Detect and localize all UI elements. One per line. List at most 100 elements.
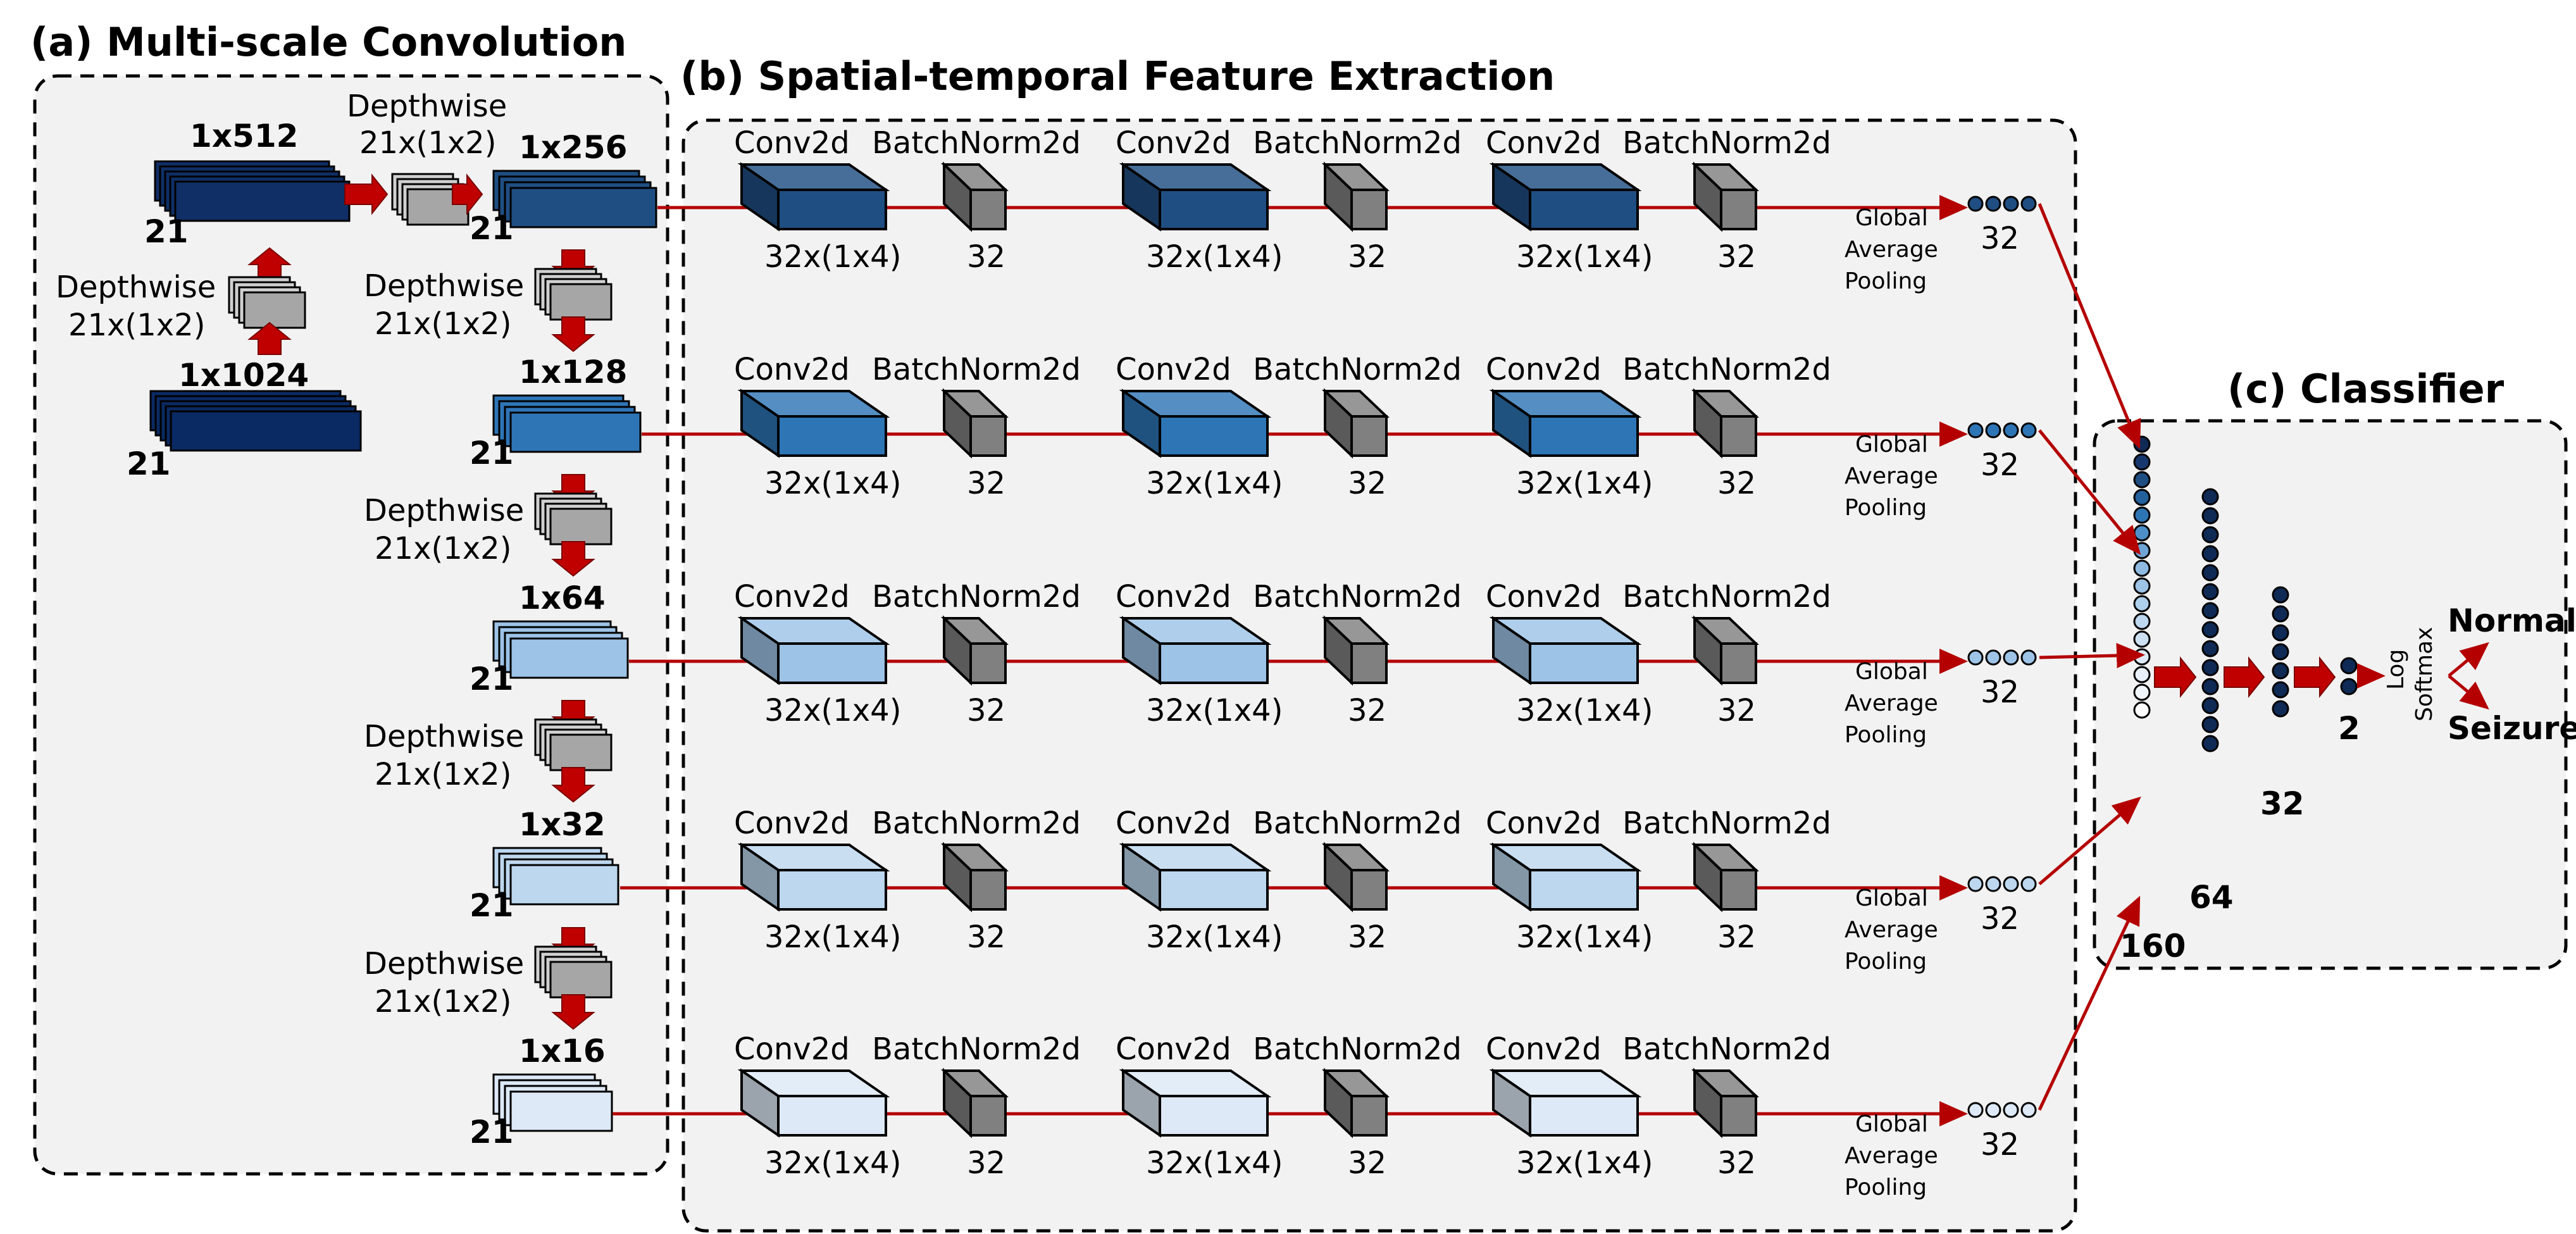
scale-stack-1x256 [492,170,657,228]
bn-box-row3-2-front-face [1720,869,1757,911]
neuron-160-10 [2133,613,2151,630]
bn-title-row1-1: BatchNorm2d [1253,352,1462,387]
neuron-64-12 [2201,716,2219,733]
scale-stack-1x64-sheet [509,637,629,679]
gap-dot-row4-0 [1967,1102,1984,1118]
gap-line1-row-2: Global [1855,659,1928,685]
multiscale-group: 1x512211x102421Depthwise21x(1x2)Depthwis… [56,89,657,1150]
conv-box-row3-0 [737,842,890,912]
conv-dims-row2-1: 32x(1x4) [1146,693,1283,728]
scale-channels-1x256: 21 [470,210,514,247]
bn-box-row3-2 [1691,842,1759,913]
panel-c-frame [2093,419,2568,970]
neuron-64-5 [2201,583,2219,601]
bn-dims-row3-0: 32 [967,919,1005,955]
bn-title-row3-2: BatchNorm2d [1622,806,1831,841]
bn-box-row2-0-front-face [969,642,1007,684]
scale-stack-1x16-sheet [509,1090,613,1132]
bn-title-row1-2: BatchNorm2d [1622,352,1831,387]
conv-box-row3-0-front-face [777,869,887,911]
conv-title-row2-0: Conv2d [734,579,850,614]
conv-box-row3-2-front-face [1529,869,1639,911]
scale-stack-1x64 [492,620,629,679]
depthwise-icon-1 [534,492,613,545]
layer-size-2: 2 [2338,710,2360,747]
neuron-2-0 [2340,657,2358,675]
conv-dims-row1-2: 32x(1x4) [1516,466,1653,501]
conv-title-row1-0: Conv2d [734,352,850,387]
depthwise-line1-1: Depthwise [364,493,524,528]
channels-1x1024: 21 [127,446,171,482]
bn-dims-row2-2: 32 [1717,693,1756,728]
scale-channels-1x128: 21 [470,435,514,471]
scale-stack-1x256-sheet [509,187,657,228]
conv-dims-row3-0: 32x(1x4) [764,919,901,955]
neuron-160-4 [2133,506,2151,524]
arrow-right-out-dw-top [452,173,483,215]
conv-box-row0-1 [1119,162,1272,232]
gap-dot-row1-0 [1967,422,1984,439]
stack-1x512-sheet [174,180,351,222]
conv-box-row1-1 [1119,389,1272,458]
merge-arrow-row-1 [2038,429,2141,555]
neuron-32-4 [2272,662,2289,680]
gap-dot-row4-1 [1985,1102,2001,1118]
neuron-160-2 [2133,471,2151,489]
scale-stack-1x32-sheet [509,864,619,906]
depthwise-left-line2: 21x(1x2) [68,308,205,343]
activation-softmax: Softmax [2411,627,2437,721]
depthwise-line1-0: Depthwise [364,268,524,304]
stack-1x1024-sheet [170,410,362,452]
scale-label-1x256: 1x256 [519,129,627,166]
depthwise-line2-3: 21x(1x2) [375,984,511,1019]
gap-dot-row2-1 [1985,649,2001,666]
depthwise-icon-1-sheet [549,508,613,545]
neuron-64-11 [2201,697,2219,714]
bn-box-row2-1-front-face [1350,642,1388,684]
depthwise-line2-2: 21x(1x2) [375,757,511,792]
bn-title-row3-0: BatchNorm2d [872,806,1081,841]
conv-box-row2-0 [737,616,890,685]
output-seizure: Seizure [2448,710,2576,747]
neuron-160-12 [2133,648,2151,666]
scale-stack-1x128 [492,394,642,453]
bn-box-row1-0 [941,388,1009,459]
gap-dot-row0-1 [1985,196,2001,212]
conv-box-row1-2 [1489,389,1642,458]
gap-size-row-1: 32 [1981,447,2019,483]
scale-stack-1x32 [492,847,619,906]
bn-box-row2-1 [1322,615,1390,686]
conv-box-row2-1-front-face [1159,642,1269,684]
arrow-down-out-dw-0 [551,316,595,352]
bn-title-row2-1: BatchNorm2d [1253,579,1462,614]
layer-size-160: 160 [2120,928,2186,964]
bn-box-row4-2-front-face [1720,1095,1757,1137]
arrow-down-out-dw-1 [551,541,595,577]
bn-box-row3-1-front-face [1350,869,1388,911]
bn-box-row4-0 [941,1068,1009,1138]
scale-channels-1x64: 21 [470,661,514,697]
label-1x1024: 1x1024 [178,357,309,394]
bn-dims-row3-1: 32 [1348,919,1386,955]
neuron-160-9 [2133,595,2151,613]
conv-box-row0-2-front-face [1529,189,1639,230]
channels-1x512: 21 [144,213,189,250]
bn-dims-row0-1: 32 [1348,239,1386,275]
gap-dot-row1-2 [2003,422,2019,439]
neuron-64-2 [2201,526,2219,544]
depthwise-line2-1: 21x(1x2) [375,531,511,566]
bn-title-row4-1: BatchNorm2d [1253,1031,1462,1067]
neuron-64-8 [2201,640,2219,658]
bn-dims-row4-0: 32 [967,1145,1005,1181]
bn-box-row1-2 [1691,388,1759,459]
depthwise-icon-0 [534,268,613,321]
conv-title-row2-2: Conv2d [1486,579,1602,614]
gap-line1-row-4: Global [1855,1111,1928,1137]
gap-dot-row3-3 [2020,876,2037,892]
depthwise-left-line1: Depthwise [56,270,216,305]
gap-dot-row3-0 [1967,876,1984,892]
conv-dims-row0-0: 32x(1x4) [764,239,901,275]
gap-dot-row2-2 [2003,649,2019,666]
